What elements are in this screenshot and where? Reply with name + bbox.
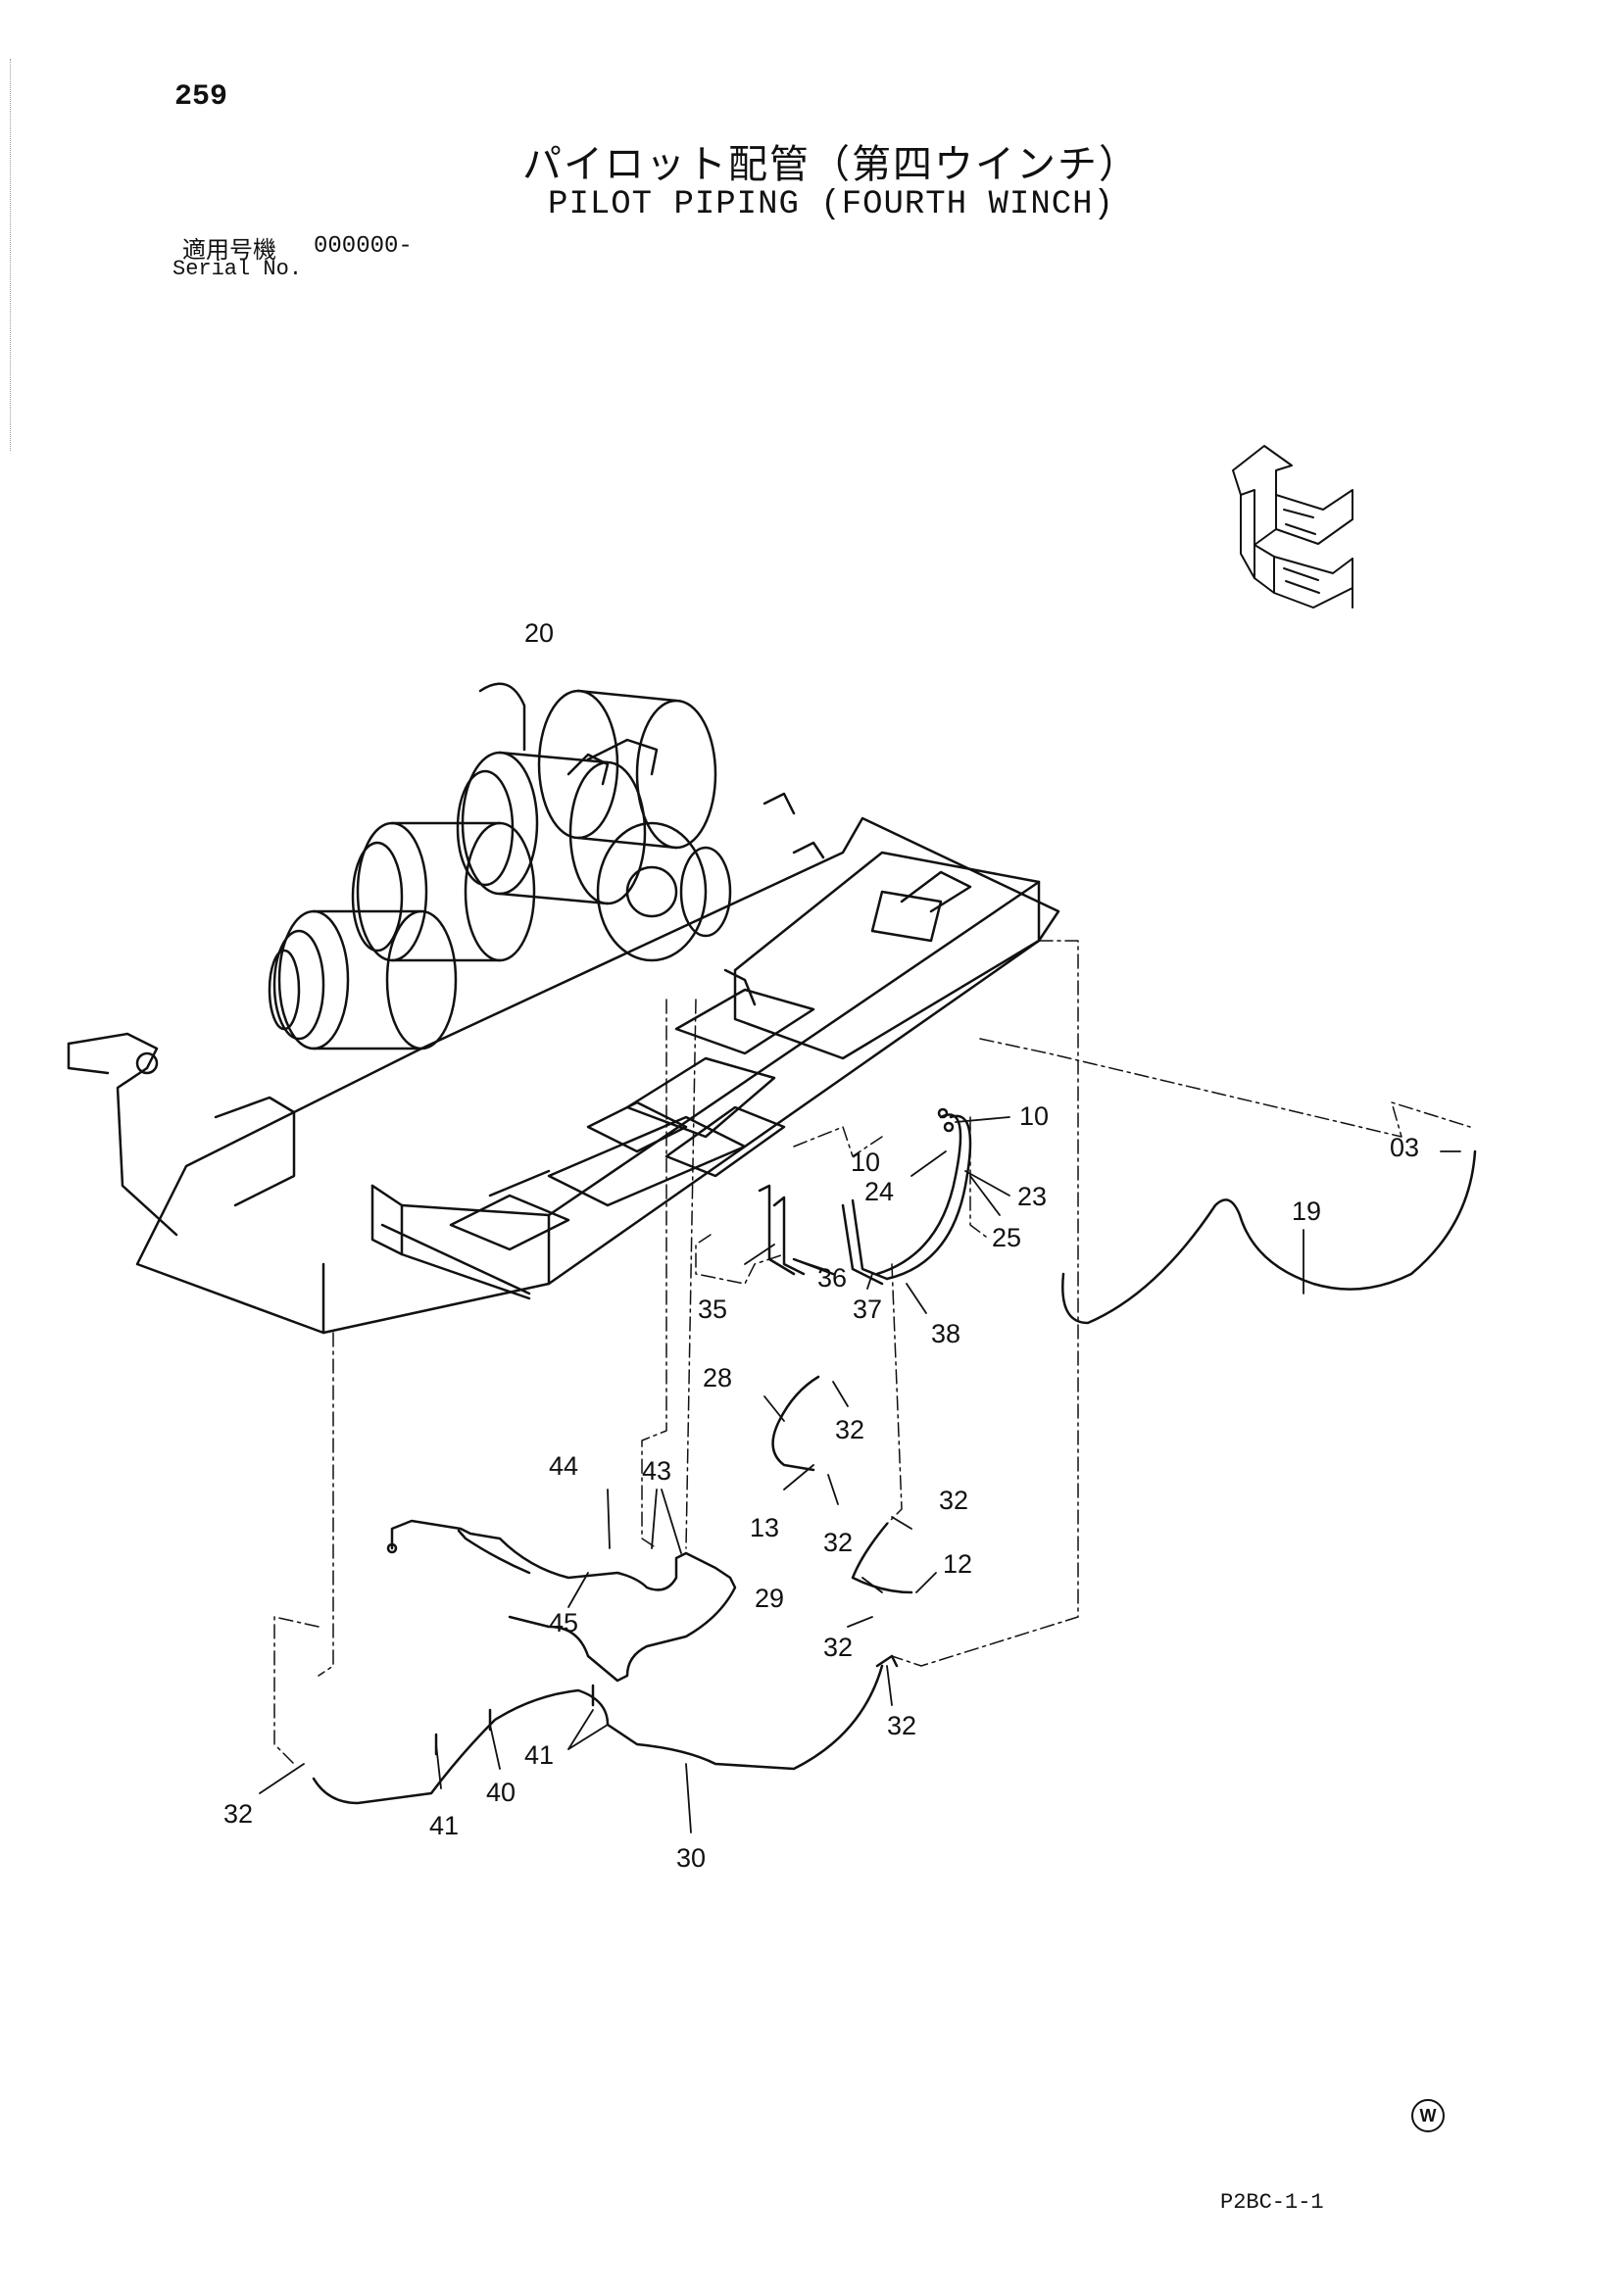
callout-03: 03	[1390, 1133, 1419, 1162]
callout-19: 19	[1292, 1197, 1321, 1226]
pipe-assembly-right	[841, 1107, 972, 1286]
left-bracket	[67, 1032, 296, 1237]
callout-40: 40	[486, 1778, 516, 1807]
callout-12: 12	[943, 1549, 972, 1579]
control-platform	[733, 851, 1041, 1060]
callout-41-right: 41	[524, 1740, 554, 1770]
pipe-20	[478, 682, 526, 752]
winch-drum-1	[268, 909, 458, 1050]
callout-32-b: 32	[939, 1486, 968, 1515]
callout-10-lower: 10	[851, 1148, 880, 1177]
callout-20: 20	[524, 618, 554, 648]
callout-37: 37	[853, 1295, 882, 1324]
callout-32-a: 32	[835, 1415, 864, 1444]
callout-25: 25	[992, 1223, 1021, 1252]
valve-assembly	[625, 988, 815, 1178]
pipe-19	[1061, 1149, 1477, 1325]
pipe-28	[771, 1375, 820, 1472]
reference-lines	[273, 940, 1471, 1765]
winch-drum-3	[456, 751, 647, 905]
callout-36: 36	[817, 1263, 847, 1293]
callout-32-e: 32	[887, 1711, 916, 1740]
title-english: PILOT PIPING (FOURTH WINCH)	[548, 186, 1114, 223]
footer-code: P2BC-1-1	[1220, 2190, 1324, 2215]
serial-label-english: Serial No.	[172, 257, 303, 281]
callout-30: 30	[676, 1843, 706, 1873]
pipe-29	[851, 1522, 913, 1594]
callout-labels: 20 10 10 03 24 23 25 19 36 35 37 38 28 3…	[223, 618, 1419, 1873]
callout-29: 29	[755, 1584, 784, 1613]
callout-32-f: 32	[223, 1799, 253, 1829]
callout-35: 35	[698, 1295, 727, 1324]
pipe-30-40-41	[312, 1664, 884, 1805]
callout-32-c: 32	[823, 1528, 853, 1557]
winch-drum-4	[537, 689, 732, 962]
callout-41-left: 41	[429, 1811, 459, 1840]
callout-23: 23	[1017, 1182, 1047, 1211]
callout-43: 43	[642, 1456, 671, 1486]
callout-28: 28	[703, 1363, 732, 1392]
callout-13: 13	[750, 1513, 779, 1542]
callout-45: 45	[549, 1608, 578, 1637]
scan-edge-marks	[10, 59, 15, 451]
base-frame	[135, 816, 1060, 1335]
upper-brackets	[566, 738, 825, 1006]
serial-label-japanese: 適用号機	[182, 236, 276, 264]
title-japanese: パイロット配管（第四ウインチ）	[522, 142, 1140, 187]
page-number: 259	[174, 80, 228, 114]
callout-38: 38	[931, 1319, 960, 1348]
orientation-arrows-icon	[1232, 445, 1353, 609]
pipe-32-segment	[875, 1654, 899, 1668]
callout-32-d: 32	[823, 1633, 853, 1662]
callout-44: 44	[549, 1451, 578, 1481]
serial-value: 000000-	[314, 233, 413, 260]
winch-drum-2	[351, 821, 536, 962]
w-mark-symbol: W	[1411, 2099, 1445, 2132]
callout-24: 24	[864, 1177, 894, 1206]
callout-10-upper: 10	[1019, 1101, 1049, 1131]
leader-lines	[259, 1116, 1461, 1833]
pipe-44-45	[386, 1519, 737, 1683]
